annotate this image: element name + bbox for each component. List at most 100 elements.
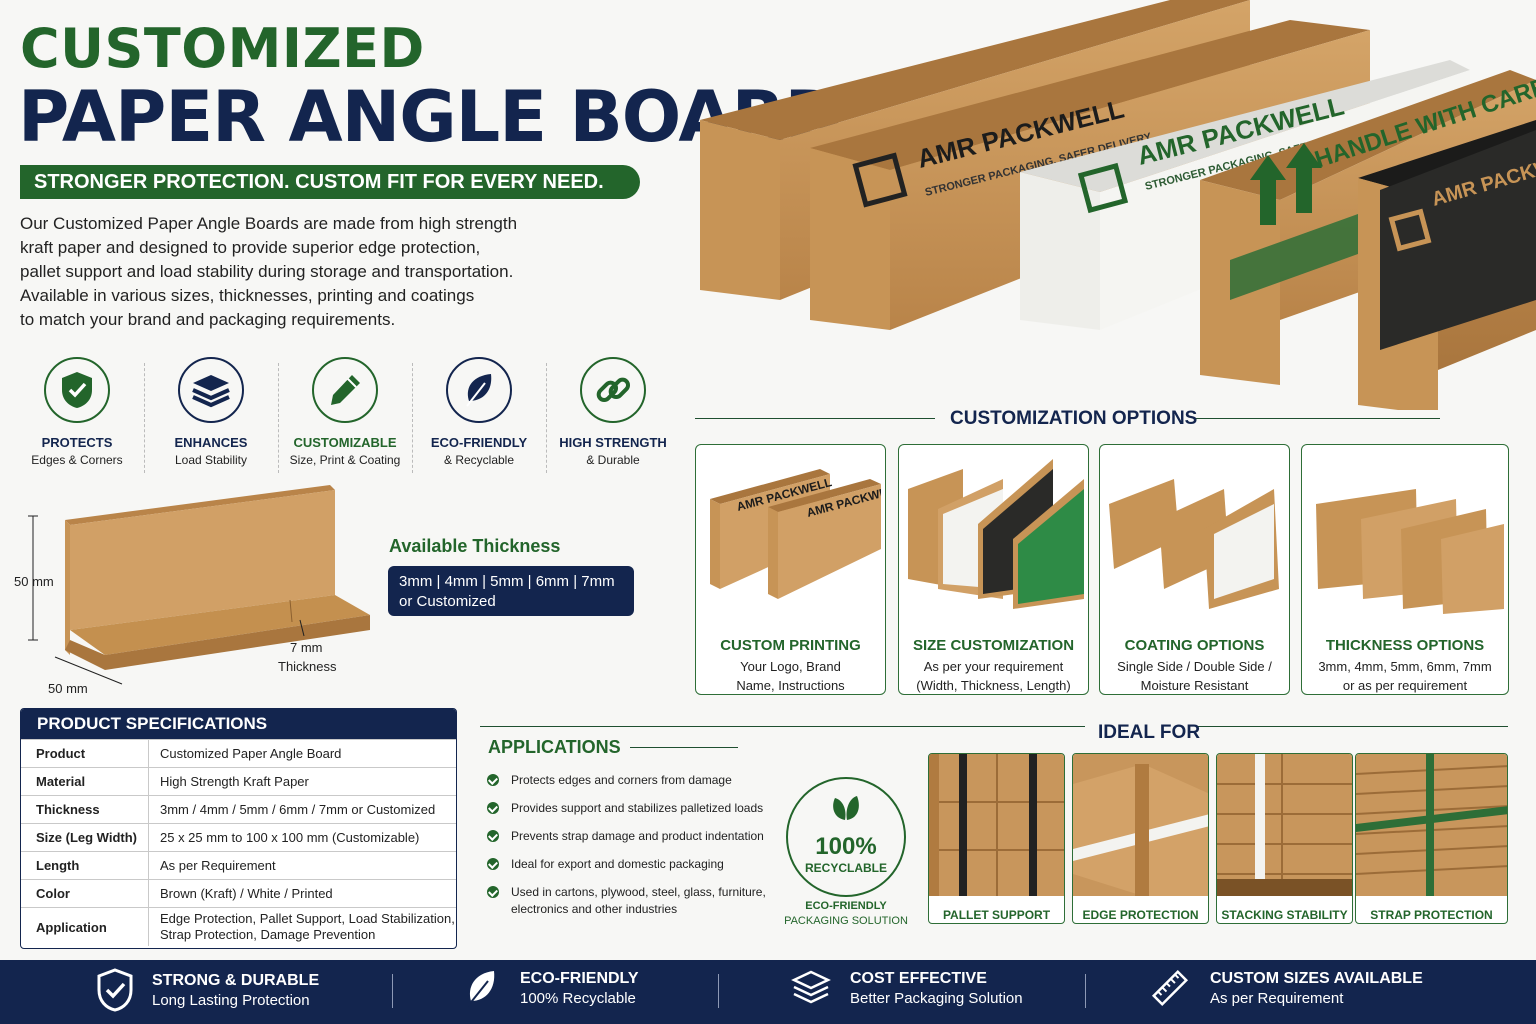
feature-customizable: CUSTOMIZABLE Size, Print & Coating (278, 355, 412, 475)
list-item: Provides support and stabilizes palletiz… (487, 800, 787, 817)
intro-line: to match your brand and packaging requir… (20, 310, 396, 329)
intro-line: pallet support and load stability during… (20, 262, 514, 281)
feature-title: PROTECTS (41, 435, 113, 450)
ideal-for-title: IDEAL FOR (1098, 722, 1201, 743)
recyclable-label: RECYCLABLE (804, 861, 887, 875)
table-row: Color Brown (Kraft) / White / Printed (21, 879, 456, 907)
thickness-options-image (1316, 489, 1504, 614)
ideal-label: PALLET SUPPORT (942, 908, 1051, 922)
list-item-text: Used in cartons, plywood, steel, glass, … (511, 884, 766, 918)
ruler-icon (1151, 969, 1189, 1007)
spec-value: High Strength Kraft Paper (160, 773, 309, 789)
footer-bar: STRONG & DURABLE Long Lasting Protection… (0, 960, 1536, 1024)
check-icon (487, 774, 499, 786)
eco-line: ECO-FRIENDLY (805, 900, 887, 912)
applications-title: APPLICATIONS (488, 737, 621, 757)
spec-value-line: Strap Protection, Damage Prevention (160, 927, 376, 942)
check-icon (487, 886, 499, 898)
footer-divider (392, 974, 393, 1008)
spec-key: Application (21, 908, 149, 946)
leaves-icon (833, 796, 859, 820)
check-icon (487, 858, 499, 870)
divider (480, 726, 1085, 727)
option-desc-line: (Width, Thickness, Length) (916, 678, 1071, 693)
divider (1195, 418, 1440, 419)
recyclable-percent: 100% (815, 833, 877, 860)
leaf-icon (467, 971, 495, 1007)
footer-custom-sizes: CUSTOM SIZES AVAILABLE As per Requiremen… (1150, 968, 1423, 1008)
list-item-text: Prevents strap damage and product indent… (511, 829, 764, 843)
strap-protection-image (1356, 754, 1507, 896)
option-thickness: THICKNESS OPTIONS 3mm, 4mm, 5mm, 6mm, 7m… (1301, 444, 1509, 695)
footer-eco-friendly: ECO-FRIENDLY 100% Recyclable (464, 968, 639, 1008)
option-desc-line: 3mm, 4mm, 5mm, 6mm, 7mm (1318, 659, 1492, 674)
layers-icon (791, 970, 831, 1004)
option-description: Single Side / Double Side / Moisture Res… (1100, 657, 1289, 694)
feature-eco-friendly: ECO-FRIENDLY & Recyclable (412, 355, 546, 475)
list-item: Protects edges and corners from damage (487, 772, 787, 789)
option-title: SIZE CUSTOMIZATION (912, 637, 1075, 654)
footer-subtitle: Better Packaging Solution (850, 989, 1023, 1007)
divider (630, 747, 738, 748)
features-row: PROTECTS Edges & Corners ENHANCES Load S… (10, 355, 680, 475)
feature-title: ECO-FRIENDLY (430, 435, 528, 450)
shield-check-icon (97, 968, 133, 1012)
chain-link-icon (596, 377, 631, 403)
divider (695, 418, 935, 419)
spec-key: Size (Leg Width) (21, 824, 149, 851)
feature-high-strength: HIGH STRENGTH & Durable (546, 355, 680, 475)
customization-title: CUSTOMIZATION OPTIONS (950, 408, 1198, 429)
thickness-options-box: 3mm | 4mm | 5mm | 6mm | 7mm or Customize… (388, 566, 634, 616)
footer-subtitle: 100% Recyclable (520, 989, 636, 1007)
edge-protection-image (1073, 754, 1208, 896)
spec-key: Thickness (21, 796, 149, 823)
footer-subtitle: Long Lasting Protection (152, 991, 310, 1009)
table-row: Size (Leg Width) 25 x 25 mm to 100 x 100… (21, 823, 456, 851)
eco-line: PACKAGING SOLUTION (784, 915, 908, 927)
ideal-label: STRAP PROTECTION (1370, 908, 1493, 922)
option-desc-line: or as per requirement (1342, 678, 1468, 693)
leaf-icon (466, 374, 492, 407)
specs-table: PRODUCT SPECIFICATIONS Product Customize… (20, 708, 457, 949)
ideal-label: STACKING STABILITY (1221, 908, 1348, 922)
footer-title: CUSTOM SIZES AVAILABLE (1210, 969, 1423, 987)
spec-value: 25 x 25 mm to 100 x 100 mm (Customizable… (160, 829, 420, 845)
list-item: Ideal for export and domestic packaging (487, 856, 787, 873)
option-description: Your Logo, Brand Name, Instructions (696, 657, 885, 694)
list-item-text: Provides support and stabilizes palletiz… (511, 801, 764, 815)
coating-options-image (1109, 479, 1279, 609)
feature-title: HIGH STRENGTH (559, 435, 667, 450)
feature-protects: PROTECTS Edges & Corners (10, 355, 144, 475)
thickness-value-label: 7 mm (290, 640, 323, 655)
spec-value: Brown (Kraft) / White / Printed (160, 885, 333, 901)
feature-title: CUSTOMIZABLE (293, 435, 397, 450)
feature-enhances: ENHANCES Load Stability (144, 355, 278, 475)
option-title: CUSTOM PRINTING (720, 637, 861, 654)
footer-cost-effective: COST EFFECTIVE Better Packaging Solution (790, 968, 1023, 1008)
height-label: 50 mm (14, 574, 54, 589)
spec-value: 3mm / 4mm / 5mm / 6mm / 7mm or Customize… (160, 801, 436, 817)
option-description: As per your requirement (Width, Thicknes… (899, 657, 1088, 694)
intro-line: Available in various sizes, thicknesses,… (20, 286, 475, 305)
title-customized: CUSTOMIZED (20, 17, 425, 80)
feature-subtitle: & Durable (586, 453, 640, 467)
table-row: Application Edge Protection, Pallet Supp… (21, 907, 456, 946)
pallet-support-image (929, 754, 1064, 896)
list-item: Used in cartons, plywood, steel, glass, … (487, 884, 787, 918)
feature-title: ENHANCES (174, 435, 248, 450)
option-desc-line: Name, Instructions (736, 678, 845, 693)
footer-title: COST EFFECTIVE (850, 969, 987, 987)
thickness-label: Thickness (278, 659, 337, 674)
stacking-stability-image (1217, 754, 1352, 896)
specs-title: PRODUCT SPECIFICATIONS (21, 709, 456, 739)
shield-check-icon (62, 372, 92, 408)
arrows-up-icon (1250, 143, 1322, 225)
table-row: Length As per Requirement (21, 851, 456, 879)
option-size-customization: SIZE CUSTOMIZATION As per your requireme… (898, 444, 1089, 695)
footer-title: ECO-FRIENDLY (520, 969, 639, 987)
footer-divider (1085, 974, 1086, 1008)
option-description: 3mm, 4mm, 5mm, 6mm, 7mm or as per requir… (1302, 657, 1508, 694)
applications-list: Protects edges and corners from damage P… (487, 772, 787, 929)
footer-title: STRONG & DURABLE (152, 971, 320, 989)
